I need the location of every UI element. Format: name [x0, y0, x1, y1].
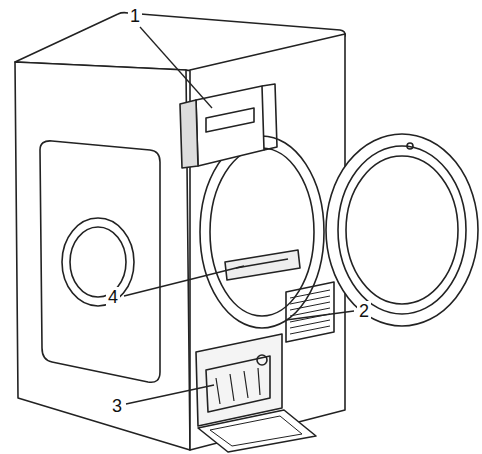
callout-number: 4	[106, 287, 120, 307]
callout-number: 1	[128, 6, 142, 26]
callout-number: 3	[110, 396, 124, 416]
callout-number: 2	[357, 301, 371, 321]
